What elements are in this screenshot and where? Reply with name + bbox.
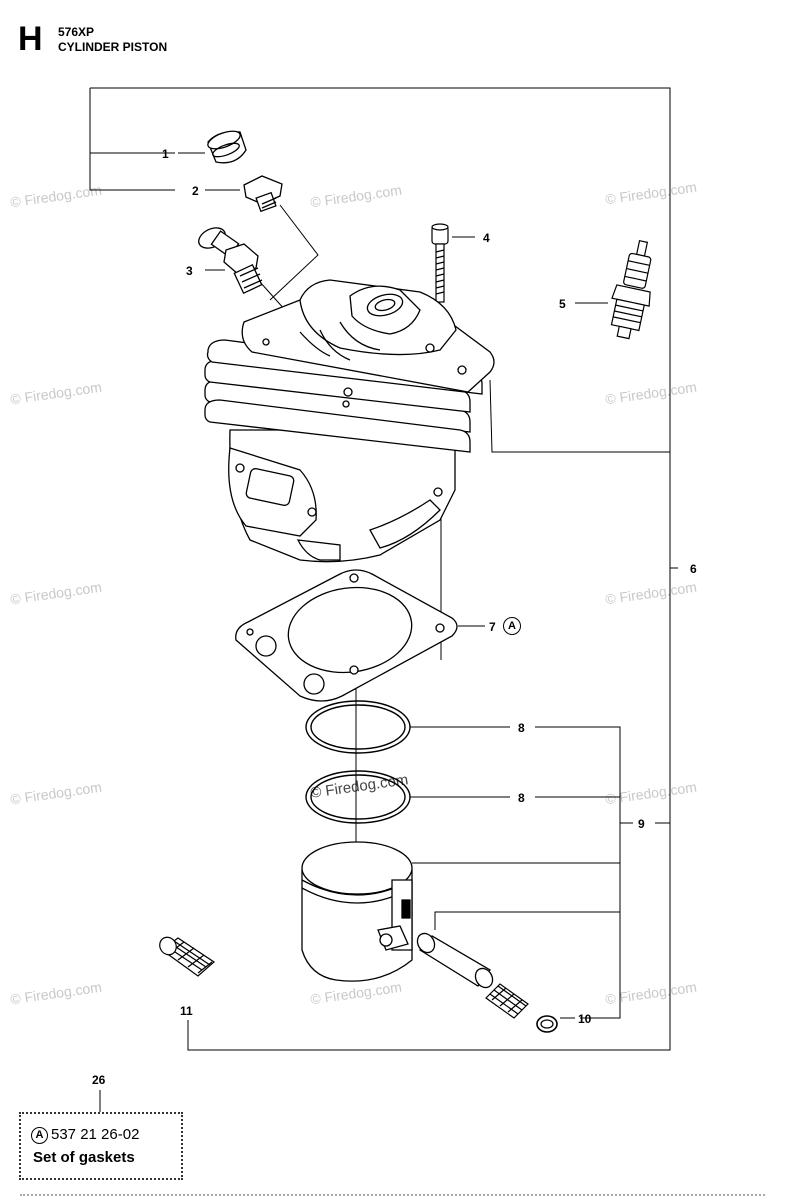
kit-description: Set of gaskets [33, 1149, 135, 1166]
callout-11: 11 [180, 1004, 193, 1018]
callout-9: 9 [638, 817, 645, 831]
bottom-divider [20, 1194, 765, 1196]
part-2-fitting [243, 175, 283, 213]
section-letter: H [18, 20, 43, 58]
callout-4: 4 [483, 231, 490, 245]
part-5-spark-plug [610, 239, 652, 340]
leader-bracket-1-2 [89, 88, 175, 191]
model-number: 576XP [58, 25, 95, 39]
callout-2: 2 [192, 184, 199, 198]
part-10-bearing-circlip [485, 983, 558, 1033]
gasket-set-marker: A [31, 1127, 48, 1144]
part-3-valve [198, 227, 263, 295]
callout-5: 5 [559, 297, 566, 311]
callout-1: 1 [162, 147, 169, 161]
part-4-bolt [431, 223, 449, 303]
part-8-piston-rings [305, 700, 411, 824]
callout-10: 10 [578, 1012, 592, 1026]
part-cylinder [204, 279, 495, 563]
gasket-set-marker: A [503, 617, 521, 635]
part-piston-pin [416, 932, 494, 989]
kit-part-number-text: 537 21 26-02 [51, 1126, 140, 1143]
callout-8-top-ring: 8 [518, 721, 525, 735]
callout-7: 7 [489, 620, 496, 634]
part-piston [301, 841, 413, 982]
part-1-cap [207, 130, 247, 164]
diagram-title: CYLINDER PISTON [58, 40, 168, 54]
callout-6: 6 [690, 562, 697, 576]
part-7-base-gasket [235, 569, 458, 702]
callout-8-bottom-ring: 8 [518, 791, 525, 805]
assembly-bracket-6 [90, 87, 671, 1051]
callout-26: 26 [92, 1073, 106, 1087]
leader-bracket-9 [535, 726, 621, 1019]
part-11-needle-bearing [159, 936, 215, 977]
callout-3: 3 [186, 264, 193, 278]
